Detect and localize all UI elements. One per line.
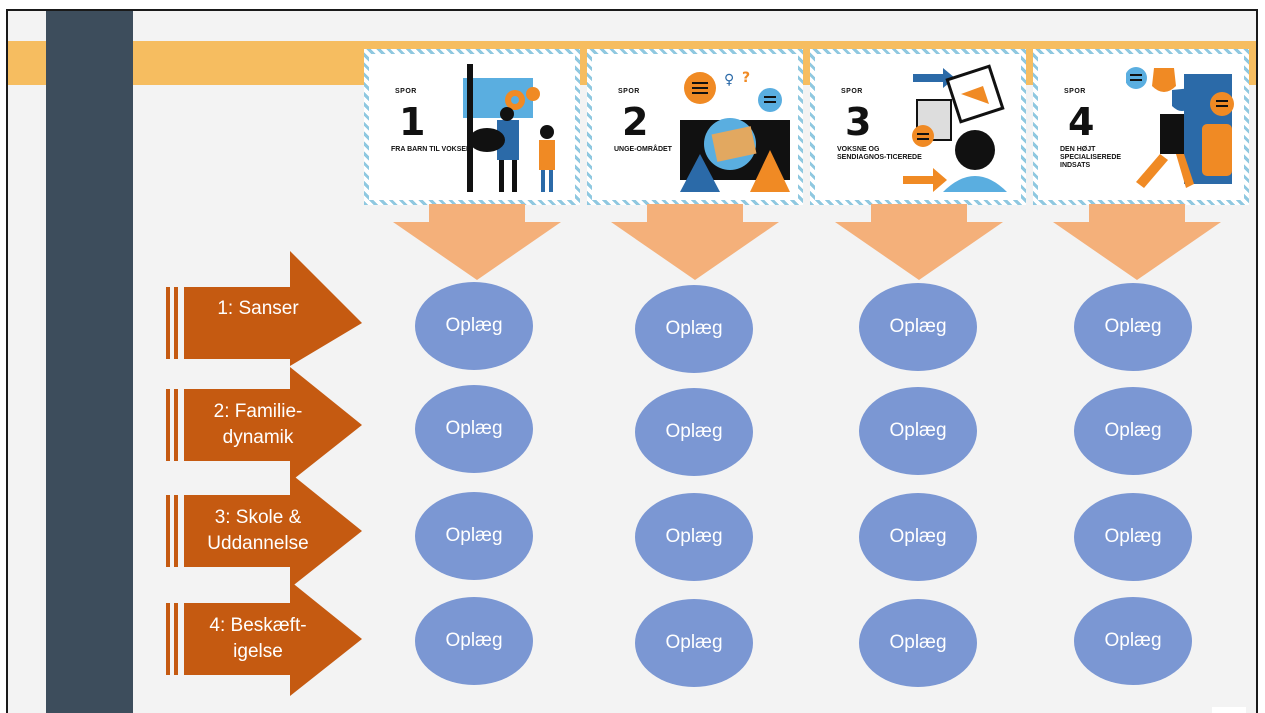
track-card-4: SPOR 4 DEN HØJT SPECIALISEREDE INDSATS <box>1033 49 1249 205</box>
oplaeg-oval-r2-c4[interactable]: Oplæg <box>1074 387 1192 475</box>
row-label: 2: Familie-dynamik <box>213 400 303 448</box>
oplaeg-oval-r4-c3[interactable]: Oplæg <box>859 599 977 687</box>
row-arrow-shape <box>166 251 362 366</box>
row-arrow-2: 2: Familie-dynamik <box>166 367 366 482</box>
down-arrow-2 <box>611 204 779 280</box>
card-caption: FRA BARN TIL VOKSEN <box>391 146 472 153</box>
corner-patch <box>1212 707 1246 713</box>
adult-illustration-icon <box>903 64 1007 192</box>
card-caption: VOKSNE OG SENDIAGNOS-TICEREDE <box>837 146 922 161</box>
card-number: 4 <box>1068 100 1095 144</box>
oplaeg-oval-r3-c4[interactable]: Oplæg <box>1074 493 1192 581</box>
row-arrow-1: 1: Sanser <box>166 251 366 366</box>
card-spor-label: SPOR <box>841 88 863 95</box>
oplaeg-oval-r4-c4[interactable]: Oplæg <box>1074 597 1192 685</box>
row-arrow-4: 4: Beskæft-igelse <box>166 581 366 696</box>
oplaeg-oval-r2-c1[interactable]: Oplæg <box>415 385 533 473</box>
row-arrow-shape <box>166 581 362 696</box>
down-arrow-4 <box>1053 204 1221 280</box>
oplaeg-oval-r3-c1[interactable]: Oplæg <box>415 492 533 580</box>
track-card-3: SPOR 3 VOKSNE OG SENDIAGNOS-TICEREDE <box>810 49 1026 205</box>
oplaeg-oval-r3-c2[interactable]: Oplæg <box>635 493 753 581</box>
row-arrow-3: 3: Skole & Uddannelse <box>166 473 366 588</box>
svg-text:♀: ♀ <box>724 72 734 88</box>
track-card-1: SPOR 1 FRA BARN TIL VOKSEN <box>364 49 580 205</box>
row-arrow-shape <box>166 473 362 588</box>
track-card-2: SPOR 2 UNGE-OMRÅDET ♀ ? <box>587 49 803 205</box>
row-label: 1: Sanser <box>217 297 299 319</box>
family-illustration-icon <box>463 64 555 192</box>
card-caption: DEN HØJT SPECIALISEREDE INDSATS <box>1060 146 1122 169</box>
slide-frame: SPOR 1 FRA BARN TIL VOKSEN SPOR 2 UNGE-O… <box>6 9 1258 713</box>
card-number: 2 <box>622 100 649 144</box>
down-arrow-3 <box>835 204 1003 280</box>
card-spor-label: SPOR <box>395 88 417 95</box>
row-label: 3: Skole & Uddannelse <box>207 506 309 554</box>
left-sidebar-bar <box>46 11 133 713</box>
card-spor-label: SPOR <box>618 88 640 95</box>
oplaeg-oval-r4-c1[interactable]: Oplæg <box>415 597 533 685</box>
card-caption: UNGE-OMRÅDET <box>614 146 672 153</box>
oplaeg-oval-r1-c2[interactable]: Oplæg <box>635 285 753 373</box>
card-number: 3 <box>845 100 872 144</box>
oplaeg-oval-r1-c3[interactable]: Oplæg <box>859 283 977 371</box>
card-number: 1 <box>399 100 426 144</box>
oplaeg-oval-r1-c1[interactable]: Oplæg <box>415 282 533 370</box>
youth-illustration-icon: ♀ ? <box>680 70 790 192</box>
oplaeg-oval-r1-c4[interactable]: Oplæg <box>1074 283 1192 371</box>
specialized-illustration-icon <box>1126 67 1234 188</box>
down-arrow-1 <box>393 204 561 280</box>
svg-text:?: ? <box>742 70 750 86</box>
oplaeg-oval-r4-c2[interactable]: Oplæg <box>635 599 753 687</box>
oplaeg-oval-r3-c3[interactable]: Oplæg <box>859 493 977 581</box>
oplaeg-oval-r2-c3[interactable]: Oplæg <box>859 387 977 475</box>
oplaeg-oval-r2-c2[interactable]: Oplæg <box>635 388 753 476</box>
card-spor-label: SPOR <box>1064 88 1086 95</box>
row-arrow-shape <box>166 367 362 482</box>
row-label: 4: Beskæft-igelse <box>209 614 307 662</box>
